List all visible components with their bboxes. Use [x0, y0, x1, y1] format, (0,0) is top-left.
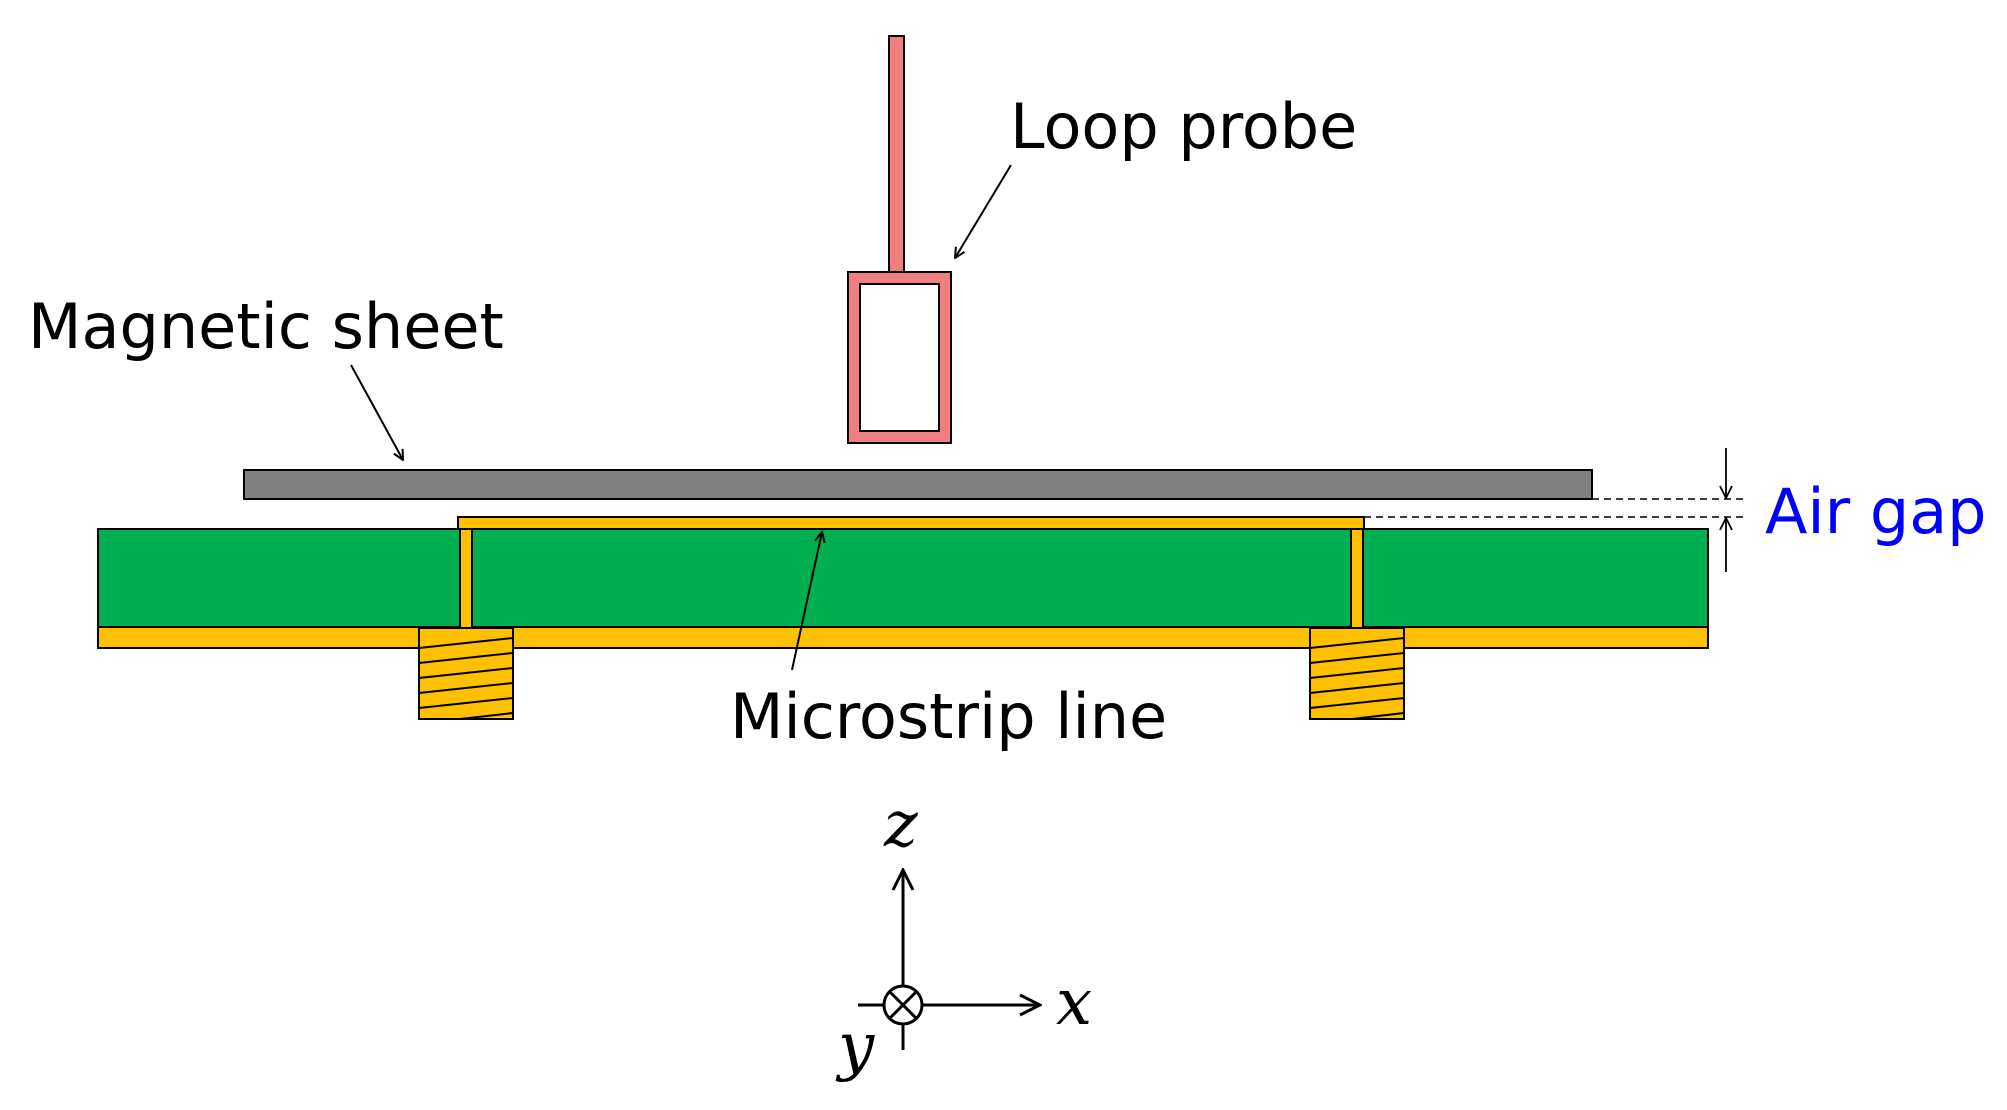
via-left [459, 528, 473, 629]
magnetic-sheet-label: Magnetic sheet [28, 290, 504, 363]
microstrip-trace [457, 516, 1365, 530]
air-gap-dimension [1364, 448, 1748, 572]
loop-probe-label: Loop probe [1010, 90, 1357, 163]
magnetic-sheet-leader [350, 364, 403, 460]
pcb-substrate [97, 528, 1709, 629]
z-axis-label: z [883, 788, 919, 862]
coordinate-axes: z x y [835, 788, 1092, 1084]
probe-loop-opening [859, 283, 940, 432]
y-into-page-icon [882, 984, 924, 1026]
connector-right [1309, 627, 1405, 720]
loop-probe-leader [955, 164, 1012, 258]
magnetic-sheet [243, 469, 1593, 500]
air-gap-label: Air gap [1765, 475, 1987, 548]
connector-left [418, 627, 514, 720]
via-right [1350, 528, 1364, 629]
ground-plane [97, 626, 1709, 649]
probe-stem [888, 35, 905, 274]
loop-probe [847, 35, 952, 444]
microstrip-line-label: Microstrip line [730, 680, 1167, 753]
microstrip-leader [791, 532, 822, 671]
y-axis-label: y [835, 1010, 875, 1084]
x-axis-label: x [1056, 966, 1092, 1040]
